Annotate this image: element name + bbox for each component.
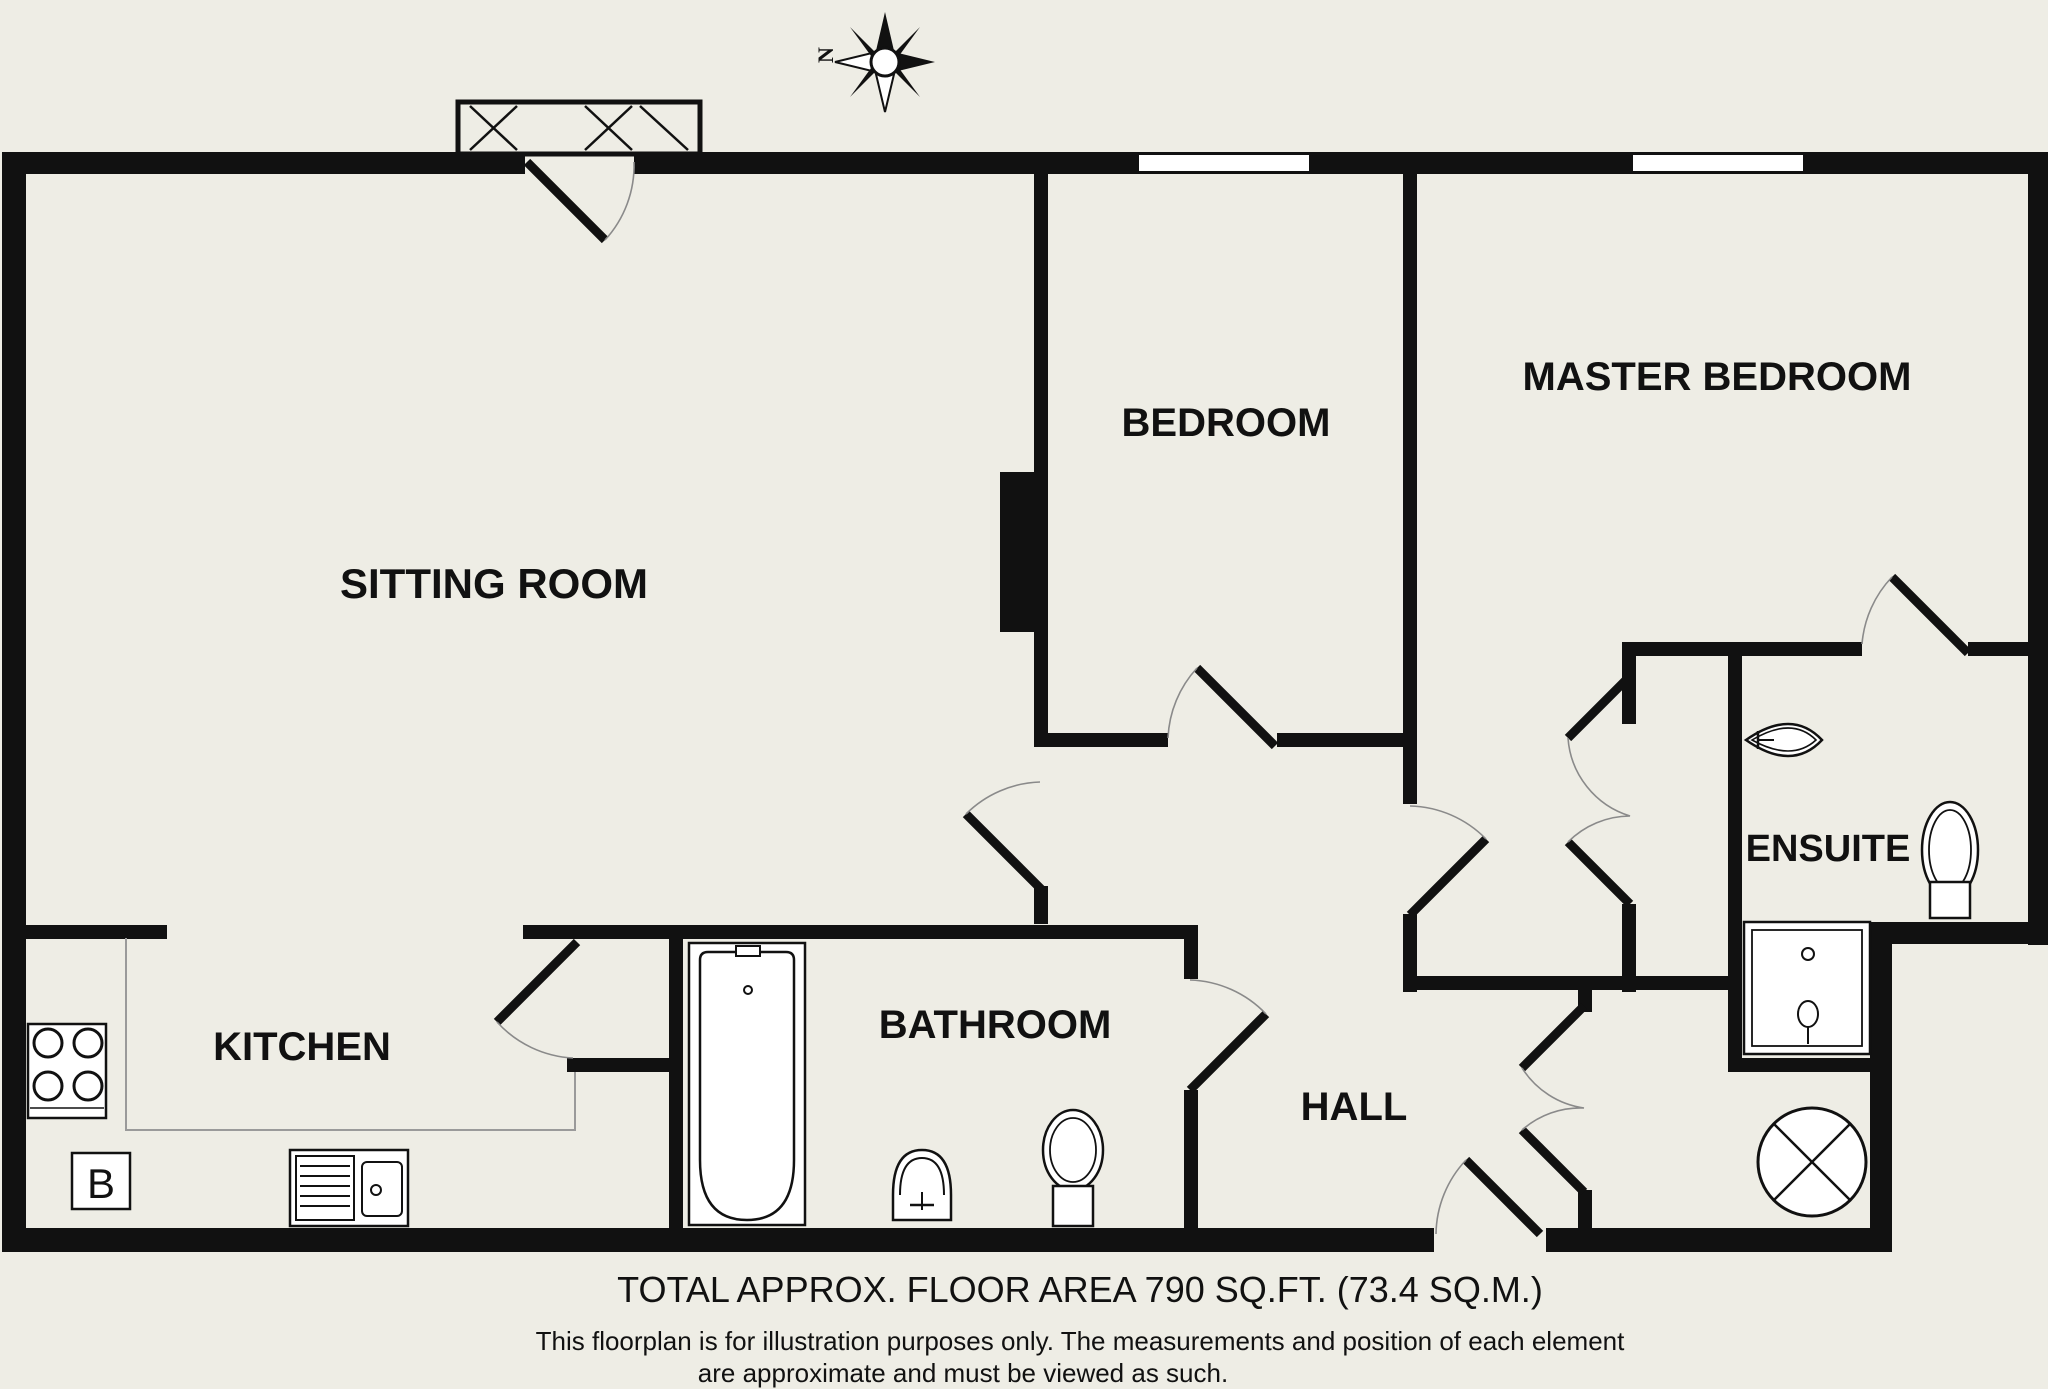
toilet-icon (1920, 800, 1980, 920)
label-sitting-room: SITTING ROOM (340, 560, 648, 607)
washbasin-icon (891, 1148, 953, 1222)
shower-tray-icon (1742, 920, 1872, 1056)
label-bathroom: BATHROOM (879, 1003, 1112, 1047)
boiler-box: B (70, 1151, 132, 1211)
compass-north-letter: N (813, 47, 838, 63)
disclaimer-line-2: are approximate and must be viewed as su… (698, 1358, 1228, 1388)
bath-icon (687, 941, 807, 1227)
ensuite-fittings (1742, 722, 1980, 1056)
total-area-caption: TOTAL APPROX. FLOOR AREA 790 SQ.FT. (73.… (617, 1269, 1543, 1310)
balcony-bay (455, 99, 703, 157)
windows (1137, 153, 1805, 173)
compass-rose-icon: N (813, 12, 935, 113)
label-bedroom: BEDROOM (1122, 401, 1331, 445)
washbasin-icon (1743, 722, 1824, 758)
disclaimer-line-1: This floorplan is for illustration purpo… (536, 1326, 1626, 1356)
doors (493, 158, 1972, 1238)
label-master-bedroom: MASTER BEDROOM (1523, 355, 1912, 399)
toilet-icon (1041, 1108, 1105, 1228)
boiler-label: B (87, 1160, 115, 1207)
cylinder-icon (1756, 1106, 1868, 1218)
kitchen-fittings: B (26, 938, 576, 1228)
hob-icon (26, 1022, 108, 1120)
label-ensuite: ENSUITE (1746, 828, 1911, 870)
sink-icon (288, 1148, 410, 1228)
label-kitchen: KITCHEN (213, 1025, 391, 1069)
bathroom-fittings (687, 941, 1105, 1228)
label-hall: HALL (1301, 1085, 1408, 1129)
interior-walls (24, 152, 2032, 1230)
